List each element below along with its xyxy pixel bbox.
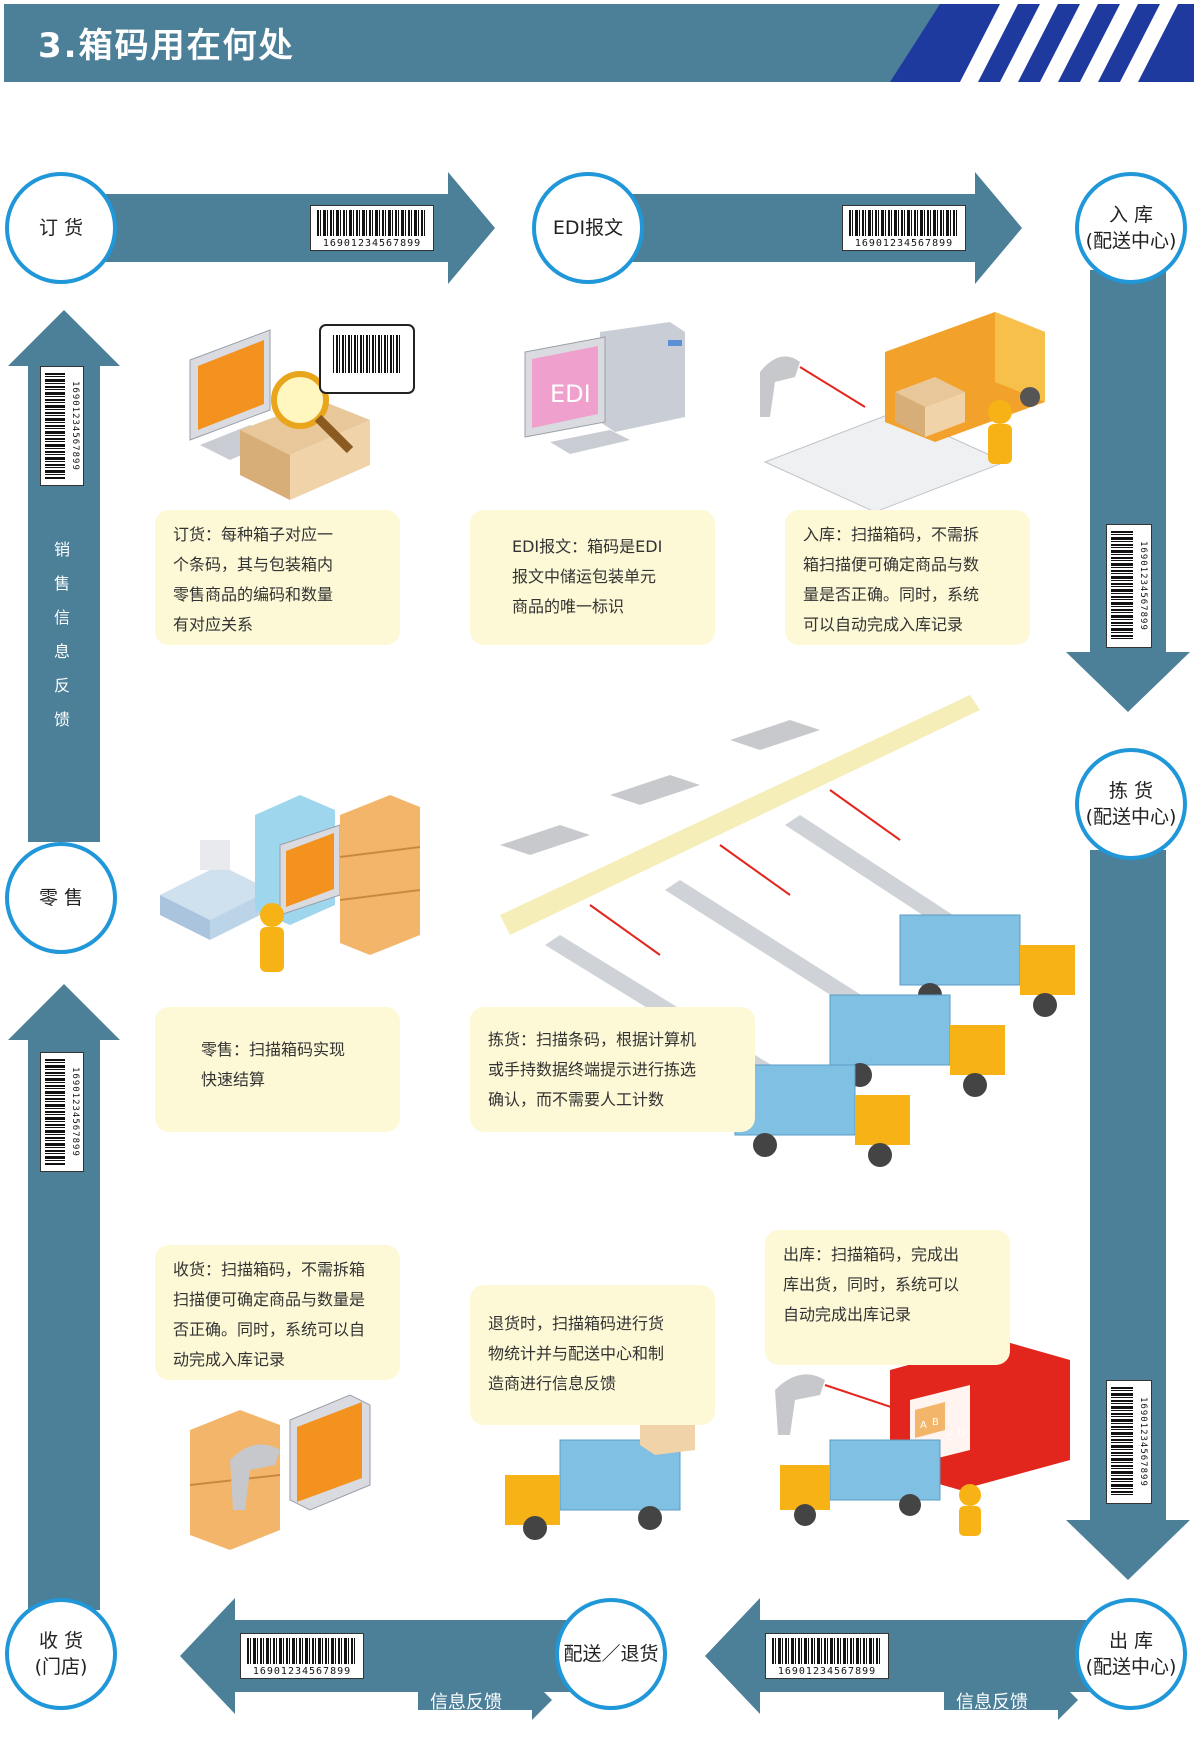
barcode-bottom-right: 16901234567899 [765,1633,889,1679]
arrow-inbound-to-picking [1066,270,1190,712]
svg-text:B: B [932,1417,939,1428]
node-outbound: 出 库(配送中心) [1075,1598,1187,1710]
barcode-top-right: 16901234567899 [842,205,966,251]
retail-illustration [160,795,420,972]
edi-screen-text: EDI [550,380,591,408]
svg-text:D: D [958,1428,966,1439]
desc-outbound: 出库：扫描箱码，完成出库出货，同时，系统可以自动完成出库记录 [765,1230,1010,1365]
header-stripes [890,4,1194,82]
page-title: 3.箱码用在何处 [38,26,295,66]
svg-text:A: A [920,1420,927,1431]
arrow-receive-to-retail [8,984,120,1610]
delivery-illustration [505,1410,695,1540]
side-char: 反 [53,676,70,695]
barcode-right-lower: 16901234567899 [1106,1380,1152,1504]
outbound-illustration: A B C D [775,1340,1070,1536]
barcode-bottom-left: 16901234567899 [240,1633,364,1679]
desc-return: 退货时，扫描箱码进行货物统计并与配送中心和制造商进行信息反馈 [470,1285,715,1425]
svg-text:C: C [946,1432,953,1443]
arrow-order-to-edi [100,172,495,284]
node-order: 订 货 [5,172,117,284]
desc-retail: 零售：扫描箱码实现快速结算 [155,1007,400,1132]
inbound-illustration [760,312,1045,513]
desc-receive: 收货：扫描箱码，不需拆箱扫描便可确定商品与数量是否正确。同时，系统可以自动完成入… [155,1245,400,1380]
desc-picking: 拣货：扫描条码，根据计算机或手持数据终端提示进行拣选确认，而不需要人工计数 [470,1007,755,1132]
barcode-left-lower: 16901234567899 [40,1052,84,1172]
node-picking: 拣 货(配送中心) [1075,748,1187,860]
picking-illustration [500,695,1075,1167]
arrow-feedback-left [418,1680,552,1720]
edi-illustration: EDI [524,322,685,454]
node-delivery: 配送／退货 [555,1598,667,1710]
arrow-outbound-to-delivery [705,1598,1100,1714]
order-illustration [189,324,415,500]
side-char: 售 [53,574,70,593]
side-char: 馈 [53,710,70,729]
feedback-label-right: 信息反馈 [956,1692,1028,1713]
receive-illustration [189,1394,371,1550]
feedback-label-left: 信息反馈 [430,1692,502,1713]
side-char: 销 [53,540,70,559]
node-edi: EDI报文 [532,172,644,284]
arrow-feedback-right [944,1680,1078,1720]
node-retail: 零 售 [5,842,117,954]
desc-order: 订货：每种箱子对应一个条码，其与包装箱内零售商品的编码和数量有对应关系 [155,510,400,645]
desc-inbound: 入库：扫描箱码，不需拆箱扫描便可确定商品与数量是否正确。同时，系统可以自动完成入… [785,510,1030,645]
side-char: 信 [53,608,70,627]
barcode-left-upper: 16901234567899 [40,366,84,486]
node-receive: 收 货(门店) [5,1598,117,1710]
arrow-edi-to-inbound [630,172,1022,284]
sales-feedback-label: 销 售 信 息 反 馈 [50,533,74,737]
node-inbound: 入 库(配送中心) [1075,172,1187,284]
side-char: 息 [53,642,70,661]
arrow-picking-to-outbound [1066,850,1190,1580]
barcode-top-left: 16901234567899 [310,205,434,251]
arrow-delivery-to-receive [180,1598,575,1714]
barcode-right-upper: 16901234567899 [1106,524,1152,648]
arrow-retail-to-order [8,310,120,842]
